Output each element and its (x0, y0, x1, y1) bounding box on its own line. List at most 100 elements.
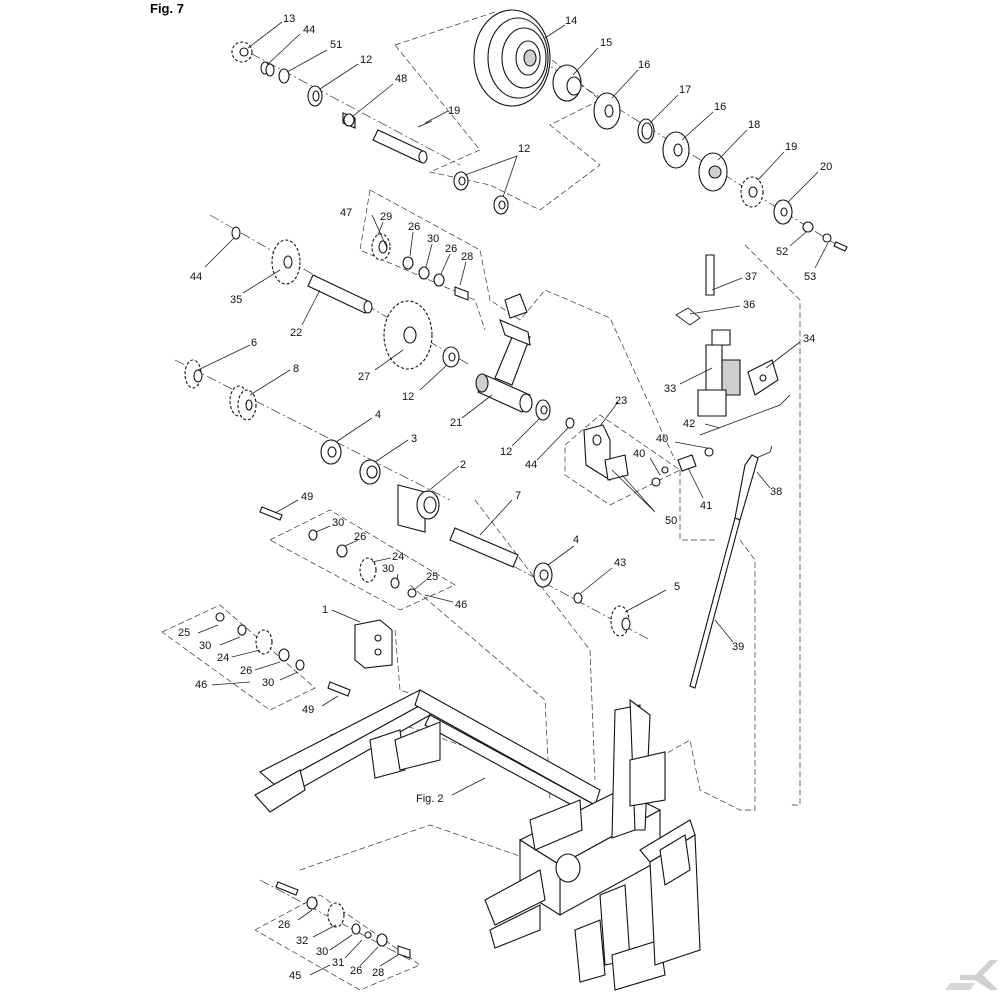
part-38-39-handle (689, 445, 773, 689)
part-29-stack (402, 256, 469, 301)
label-46-lower: 46 (195, 679, 207, 691)
label-12-top: 12 (360, 54, 372, 66)
label-42: 42 (683, 418, 695, 430)
bracket-link-dashed (679, 470, 715, 541)
label-27: 27 (358, 371, 370, 383)
label-17: 17 (679, 84, 691, 96)
part-23-bracket (583, 424, 629, 481)
part-group-46-lower (215, 612, 305, 671)
label-53: 53 (804, 271, 816, 283)
part-44-washer-left (231, 226, 241, 240)
part-18-disc (698, 152, 728, 192)
label-45: 45 (289, 970, 301, 982)
part-12-bearing-lower (535, 399, 551, 421)
part-2-housing (397, 484, 440, 533)
part-8-sprocket (229, 385, 257, 421)
label-30-a: 30 (427, 233, 439, 245)
label-49-lower: 49 (302, 704, 314, 716)
part-29-sprocket (371, 233, 391, 261)
label-35: 35 (230, 294, 242, 306)
part-7-shaft (449, 527, 519, 568)
label-30-c: 30 (382, 563, 394, 575)
part-20-washer (773, 199, 793, 225)
arm-group-outline (369, 189, 676, 461)
part-12-bearing-top (307, 85, 323, 107)
label-37: 37 (745, 271, 757, 283)
leader-lines (197, 21, 829, 976)
label-15: 15 (600, 37, 612, 49)
label-26-f: 26 (350, 965, 362, 977)
part-3-bearing (359, 459, 381, 485)
label-25-a: 25 (426, 571, 438, 583)
label-40-a: 40 (656, 433, 668, 445)
label-24-b: 24 (217, 652, 229, 664)
part-27-sprocket (383, 300, 433, 370)
part-group-46-top (308, 529, 417, 598)
bracket-1-dashed (394, 629, 431, 701)
label-29: 29 (380, 211, 392, 223)
brand-logo (945, 960, 998, 990)
label-28-b: 28 (372, 967, 384, 979)
part-frame (254, 689, 701, 991)
part-35-sprocket (271, 239, 301, 285)
label-12-mid: 12 (402, 391, 414, 403)
part-1-bracket (354, 619, 393, 669)
part-48-spacer (342, 112, 356, 129)
label-4-top: 4 (375, 409, 381, 421)
part-22-shaft (307, 274, 373, 314)
label-52: 52 (776, 246, 788, 258)
group-46-outline-lower (161, 604, 316, 711)
label-46-top: 46 (455, 599, 467, 611)
part-19-sprocket (740, 176, 764, 208)
part-5-sprocket (610, 605, 631, 637)
label-44-mid: 44 (525, 459, 537, 471)
part-16-washer-b (662, 131, 690, 169)
label-47: 47 (340, 207, 352, 219)
label-51: 51 (330, 39, 342, 51)
label-1: 1 (322, 604, 328, 616)
label-5: 5 (674, 581, 680, 593)
label-23: 23 (615, 395, 627, 407)
part-4-bearing-top (320, 439, 342, 465)
label-26-d: 26 (240, 665, 252, 677)
part-13-sprocket (231, 41, 253, 63)
label-26-a: 26 (408, 221, 420, 233)
label-4-lower: 4 (573, 534, 579, 546)
label-12-pair: 12 (518, 143, 530, 155)
label-26-b: 26 (445, 243, 457, 255)
label-30-e: 30 (262, 677, 274, 689)
label-16-a: 16 (638, 59, 650, 71)
part-number-labels: 13 44 51 12 48 19 14 15 16 17 16 18 19 2… (178, 13, 832, 982)
sprocket-group-outline (359, 189, 486, 331)
part-49-bolt-lower (327, 681, 351, 697)
frame-leader (451, 777, 486, 796)
part-group-45 (275, 881, 411, 959)
label-40-b: 40 (633, 448, 645, 460)
label-2: 2 (460, 459, 466, 471)
group-46-outline-upper (269, 509, 456, 611)
label-22: 22 (290, 327, 302, 339)
label-44-left: 44 (190, 271, 202, 283)
part-12-bearings-pair (453, 171, 509, 215)
label-3: 3 (411, 433, 417, 445)
label-33: 33 (664, 383, 676, 395)
label-19: 19 (785, 141, 797, 153)
label-39: 39 (732, 641, 744, 653)
label-48: 48 (395, 73, 407, 85)
actuator-link-dashed (744, 244, 801, 806)
shaft-7-dashed (474, 499, 596, 781)
part-34-plate (747, 359, 779, 396)
label-34: 34 (803, 333, 815, 345)
label-18: 18 (748, 119, 760, 131)
part-6-sprocket (184, 359, 203, 389)
part-14-wheel (473, 9, 551, 107)
lower-link-dashed (299, 824, 561, 871)
label-14: 14 (565, 15, 577, 27)
label-7: 7 (515, 490, 521, 502)
label-12-lower: 12 (500, 446, 512, 458)
label-16-b: 16 (714, 101, 726, 113)
label-26-e: 26 (278, 919, 290, 931)
bracket-23-outline (564, 414, 681, 506)
label-13: 13 (283, 13, 295, 25)
